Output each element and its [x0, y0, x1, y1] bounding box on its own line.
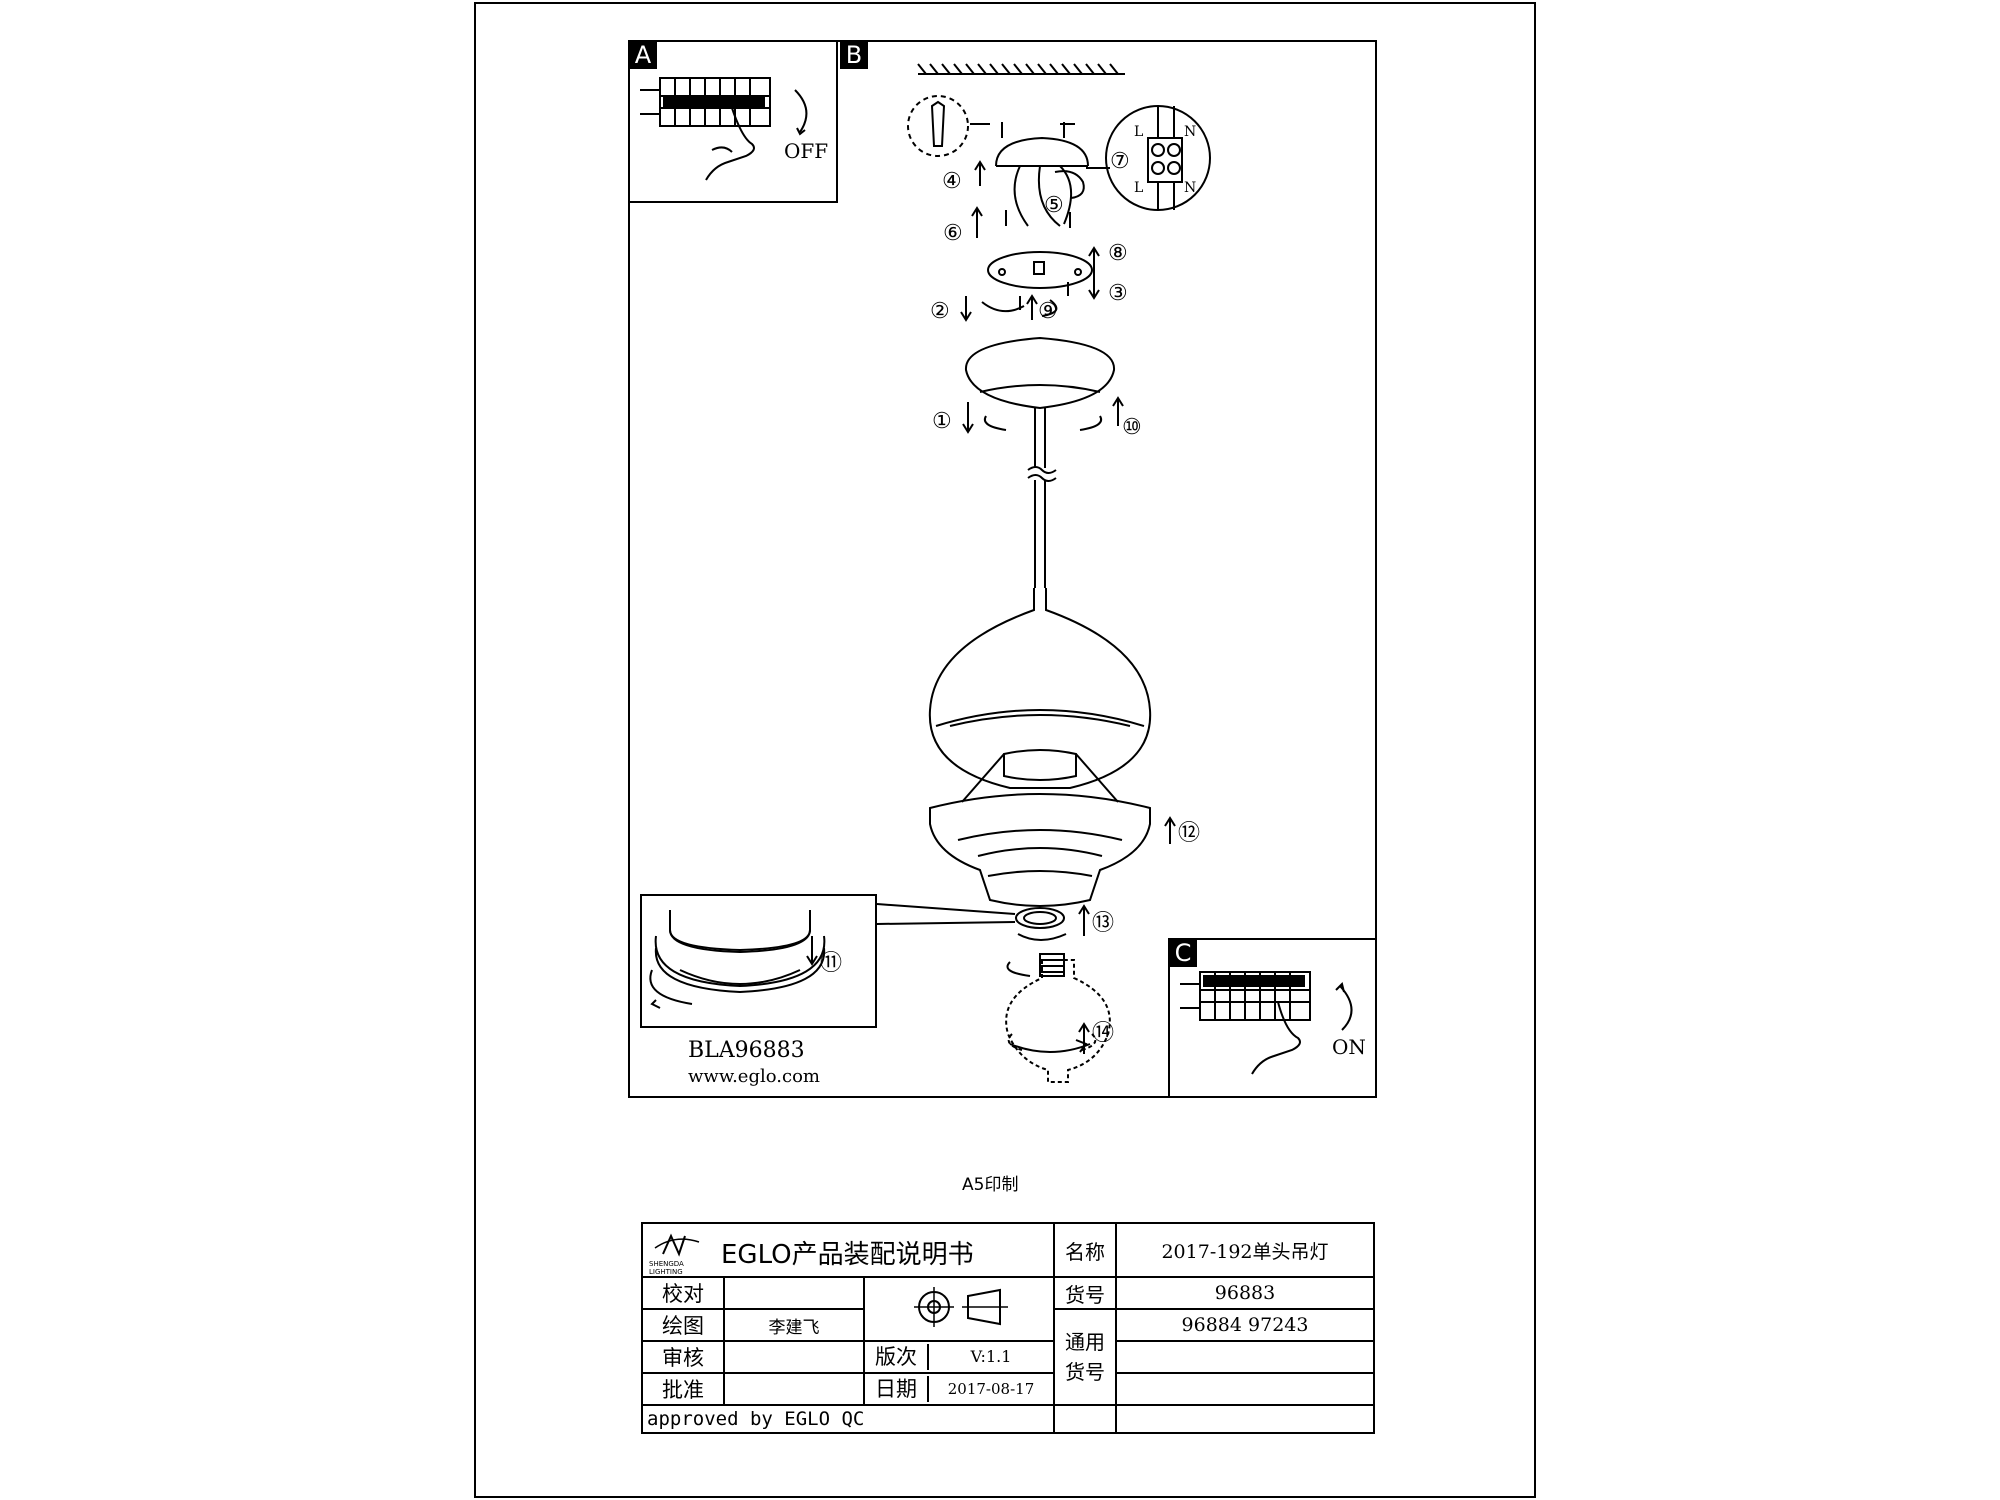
- website: www.eglo.com: [688, 1066, 820, 1087]
- on-label: ON: [1332, 1035, 1366, 1059]
- item-no-label: 货号: [1053, 1276, 1117, 1310]
- panel-a: [628, 40, 838, 203]
- drawn-value: 李建飞: [723, 1308, 865, 1342]
- canopy: [964, 336, 1116, 410]
- name-label: 名称: [1053, 1222, 1117, 1278]
- approve-label: 批准: [641, 1372, 725, 1406]
- panel-c-tag: C: [1169, 939, 1197, 967]
- step-9-label: ⑨: [1038, 299, 1058, 324]
- title-block: SHENGDA LIGHTING EGLO产品装配说明书 名称 2017-192…: [641, 1222, 1375, 1434]
- common-value: 96884 97243: [1115, 1308, 1375, 1342]
- version-label: 版次: [865, 1344, 929, 1370]
- step-7-label: ⑦: [1110, 149, 1130, 174]
- bulb-icon: [1005, 959, 1111, 1083]
- socket-detail-frame: [640, 894, 877, 1028]
- step-14-label: ⑭: [1092, 1021, 1114, 1046]
- step-13-label: ⑬: [1092, 911, 1114, 936]
- step-6-label: ⑥: [943, 221, 963, 246]
- terminal-n-bottom: N: [1184, 180, 1196, 196]
- version-value: V:1.1: [970, 1347, 1012, 1366]
- logo-text: SHENGDA LIGHTING: [649, 1260, 684, 1276]
- ceiling-bracket: [995, 136, 1089, 167]
- drawing-sheet: [474, 2, 1536, 1498]
- step-4-label: ④: [942, 169, 962, 194]
- projection-symbol-icon: [914, 1286, 1008, 1327]
- breaker-panel-a-icon: [640, 77, 808, 181]
- name-value: 2017-192单头吊灯: [1115, 1222, 1375, 1278]
- step-5-label: ⑤: [1044, 193, 1064, 218]
- terminal-n-top: N: [1184, 124, 1196, 140]
- check-label: 校对: [641, 1276, 725, 1310]
- step-3-label: ③: [1108, 281, 1128, 306]
- lamp-shade: [928, 588, 1152, 789]
- panel-a-tag: A: [629, 41, 657, 69]
- review-label: 审核: [641, 1340, 725, 1374]
- approved-by: approved by EGLO QC: [641, 1404, 1055, 1434]
- model-number: BLA96883: [688, 1038, 805, 1063]
- socket-ring: [1015, 907, 1065, 929]
- panel-c: [1168, 938, 1377, 1098]
- terminal-l-bottom: L: [1134, 180, 1143, 196]
- date-label: 日期: [865, 1376, 929, 1402]
- step-8-label: ⑧: [1108, 241, 1128, 266]
- date-value: 2017-08-17: [947, 1380, 1035, 1398]
- item-no-value: 96883: [1115, 1276, 1375, 1310]
- step-11-label: ⑪: [820, 951, 842, 976]
- breaker-panel-c-icon: [1180, 971, 1353, 1075]
- step-2-label: ②: [930, 299, 950, 324]
- diffuser: [929, 793, 1151, 907]
- terminal-l-top: L: [1134, 124, 1143, 140]
- off-label: OFF: [784, 139, 828, 163]
- common-label: 通用 货号: [1053, 1308, 1117, 1406]
- step-10-label: ⑩: [1122, 415, 1142, 440]
- mounting-plate: [987, 251, 1093, 289]
- step-arrows: [806, 160, 1176, 1054]
- print-note: A5印制: [962, 1175, 1019, 1195]
- sheng-da-logo: [654, 1233, 700, 1257]
- drawn-label: 绘图: [641, 1308, 725, 1342]
- anchor-detail-circle: [907, 95, 969, 157]
- step-12-label: ⑫: [1178, 821, 1200, 846]
- panel-b-tag: B: [840, 41, 868, 69]
- document-title: EGLO产品装配说明书: [721, 1240, 974, 1270]
- ceiling-hatch: [917, 63, 1125, 75]
- step-1-label: ①: [932, 409, 952, 434]
